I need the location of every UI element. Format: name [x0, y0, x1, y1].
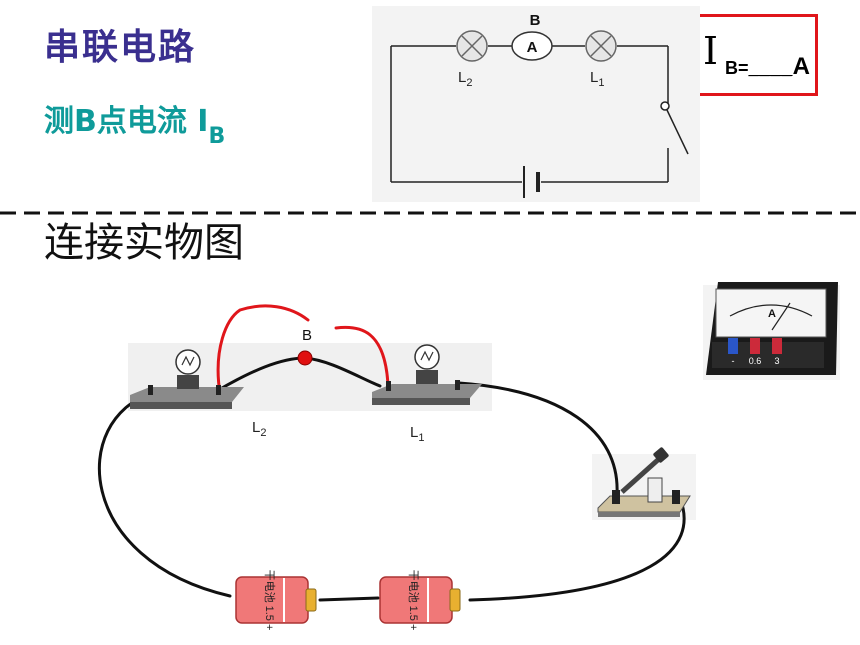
subtitle: 测B点电流 IB	[44, 96, 225, 149]
schematic-lamp-l2	[456, 30, 488, 62]
lamp-l2-label: L2	[252, 419, 266, 439]
schematic-battery	[523, 166, 540, 198]
subtitle-main: 测B点电流 I	[44, 104, 209, 139]
lamp-l1-label: L1	[410, 424, 424, 444]
answer-blank: ____	[748, 58, 793, 78]
answer-box: I B=____A	[686, 14, 818, 96]
page-title: 串联电路	[44, 27, 197, 68]
ammeter-terminal-06: 0.6	[749, 356, 762, 366]
knife-switch	[597, 447, 691, 517]
schematic-wires	[390, 45, 669, 183]
red-wires	[216, 304, 390, 388]
battery-2: 干电池 1.5 +	[379, 570, 461, 631]
point-b-dot	[297, 350, 313, 366]
lamp-l1	[372, 344, 482, 405]
answer-unit: A	[792, 53, 810, 80]
battery-1: 干电池 1.5 +	[235, 570, 317, 631]
ammeter-dial-label: A	[768, 308, 776, 320]
subtitle-subscript: B	[208, 124, 226, 149]
answer-symbol: I	[703, 29, 719, 73]
schematic-ammeter: A	[511, 31, 553, 61]
schematic-lamp-l2-label: L2	[458, 69, 472, 89]
schematic-ammeter-label: A	[527, 39, 538, 56]
black-wires	[97, 356, 686, 602]
battery-2-label: 干电池 1.5 +	[407, 570, 420, 631]
schematic-point-b-label: B	[530, 12, 541, 29]
schematic-lamp-l1-label: L1	[590, 69, 604, 89]
battery-1-label: 干电池 1.5 +	[263, 570, 276, 631]
answer-formula: B=____A	[725, 53, 810, 81]
ammeter-terminal-3: 3	[774, 356, 779, 366]
ammeter-terminal-neg: -	[732, 356, 735, 366]
section-title: 连接实物图	[44, 220, 244, 266]
lamp-l2	[130, 349, 244, 409]
schematic-lamp-l1	[585, 30, 617, 62]
ammeter: A - 0.6 3	[703, 282, 840, 380]
schematic-switch	[660, 101, 689, 155]
point-b-label: B	[302, 327, 312, 344]
answer-subscript: B=	[725, 58, 749, 78]
